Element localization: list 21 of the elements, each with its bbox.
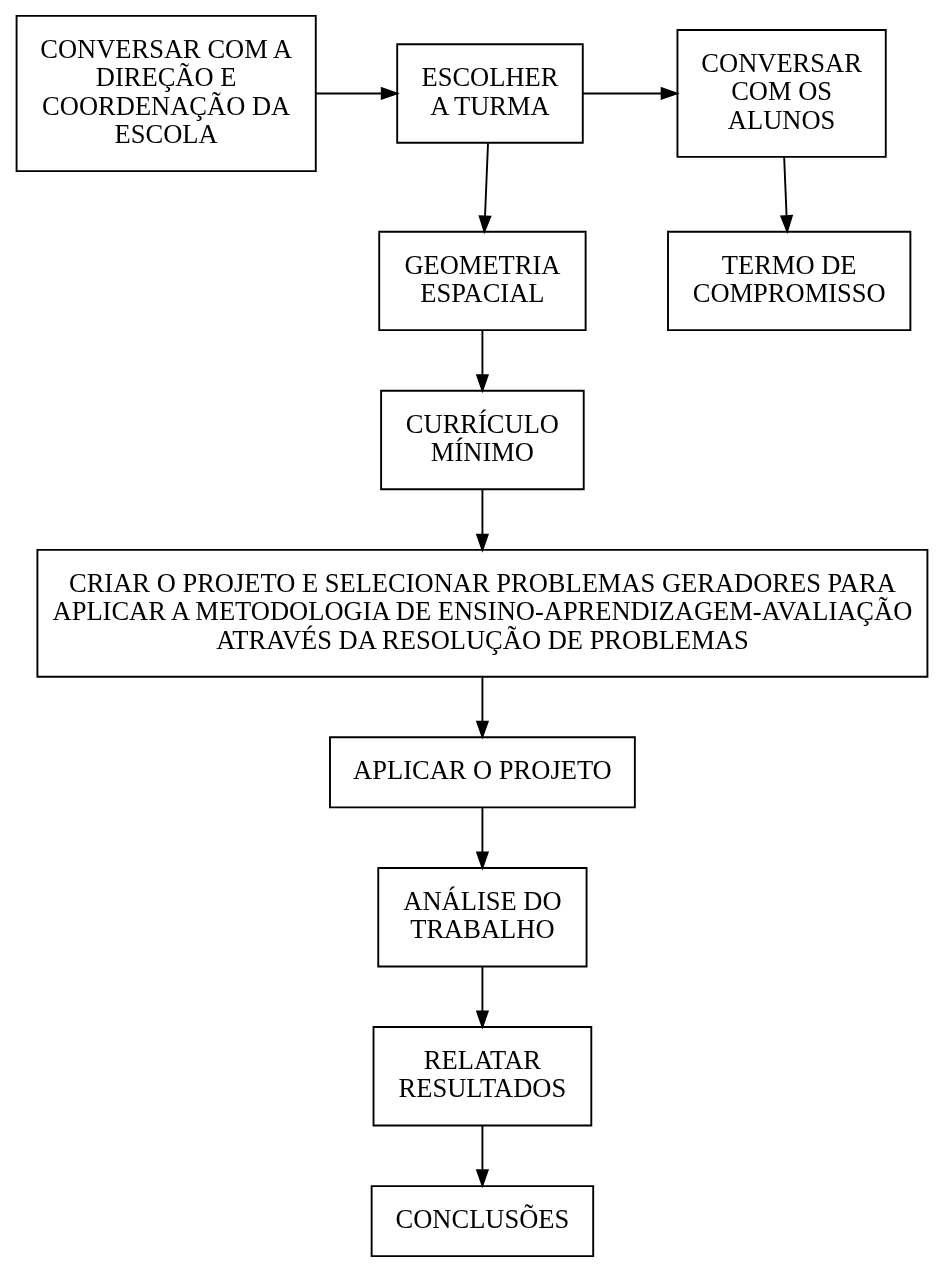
arrow xyxy=(475,489,490,553)
node-box: CONCLUSÕES xyxy=(370,1185,595,1258)
arrow xyxy=(581,86,680,101)
node-box: ESCOLHER A TURMA xyxy=(396,43,584,144)
arrow xyxy=(475,806,490,871)
arrow xyxy=(475,676,490,740)
node-box: TERMO DE COMPROMISSO xyxy=(667,230,912,332)
arrow xyxy=(475,965,490,1030)
arrow xyxy=(779,156,794,235)
arrow xyxy=(475,1125,490,1189)
arrow xyxy=(315,86,400,101)
node-box: APLICAR O PROJETO xyxy=(329,736,636,809)
node-box: CURRÍCULO MÍNIMO xyxy=(380,389,585,491)
node-box: CRIAR O PROJETO E SELECIONAR PROBLEMAS GERADORES PARA APLICAR A METODOLOGIA DE ENSINO-APRENDIZAGEM-AVALIAÇÃO ATRAVÉS DA RESOLUÇÃO DE PROBLEMAS xyxy=(36,548,929,678)
node-box: ANÁLISE DO TRABALHO xyxy=(377,867,588,968)
arrow xyxy=(475,329,490,394)
node-box: CONVERSAR COM A DIREÇÃO E COORDENAÇÃO DA ESCOLA xyxy=(15,14,317,173)
node-box: GEOMETRIA ESPACIAL xyxy=(378,230,587,332)
node-box: RELATAR RESULTADOS xyxy=(372,1026,593,1127)
node-box: CONVERSAR COM OS ALUNOS xyxy=(676,29,887,158)
arrow xyxy=(478,142,492,235)
